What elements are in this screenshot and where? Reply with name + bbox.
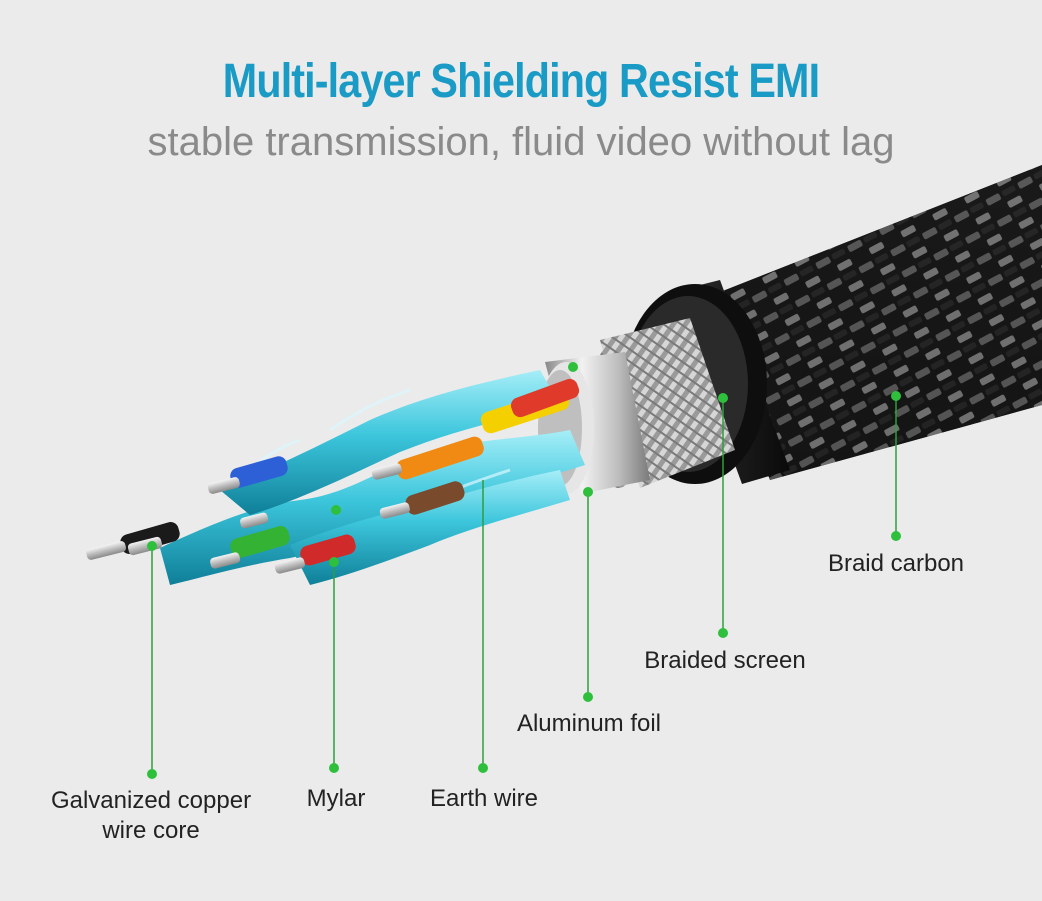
leader-lines <box>151 396 897 774</box>
label-aluminum-foil: Aluminum foil <box>516 710 662 737</box>
label-braid-carbon: Braid carbon <box>827 550 965 577</box>
page-title: Multi-layer Shielding Resist EMI <box>222 55 820 108</box>
braided-jacket <box>700 165 1042 480</box>
copper-conductors <box>86 463 410 574</box>
label-earth-wire: Earth wire <box>429 785 539 812</box>
leader-dots <box>147 362 901 779</box>
page-subtitle: stable transmission, fluid video without… <box>147 120 895 164</box>
label-braided-screen: Braided screen <box>644 647 806 674</box>
label-galvanized-line2: wire core <box>102 817 200 844</box>
label-mylar: Mylar <box>306 785 366 812</box>
conductor-insulation-wires <box>120 378 580 566</box>
label-galvanized-line1: Galvanized copper <box>50 787 252 814</box>
label-galvanized-copper-wire-core: Galvanized copper wire core <box>40 786 262 846</box>
